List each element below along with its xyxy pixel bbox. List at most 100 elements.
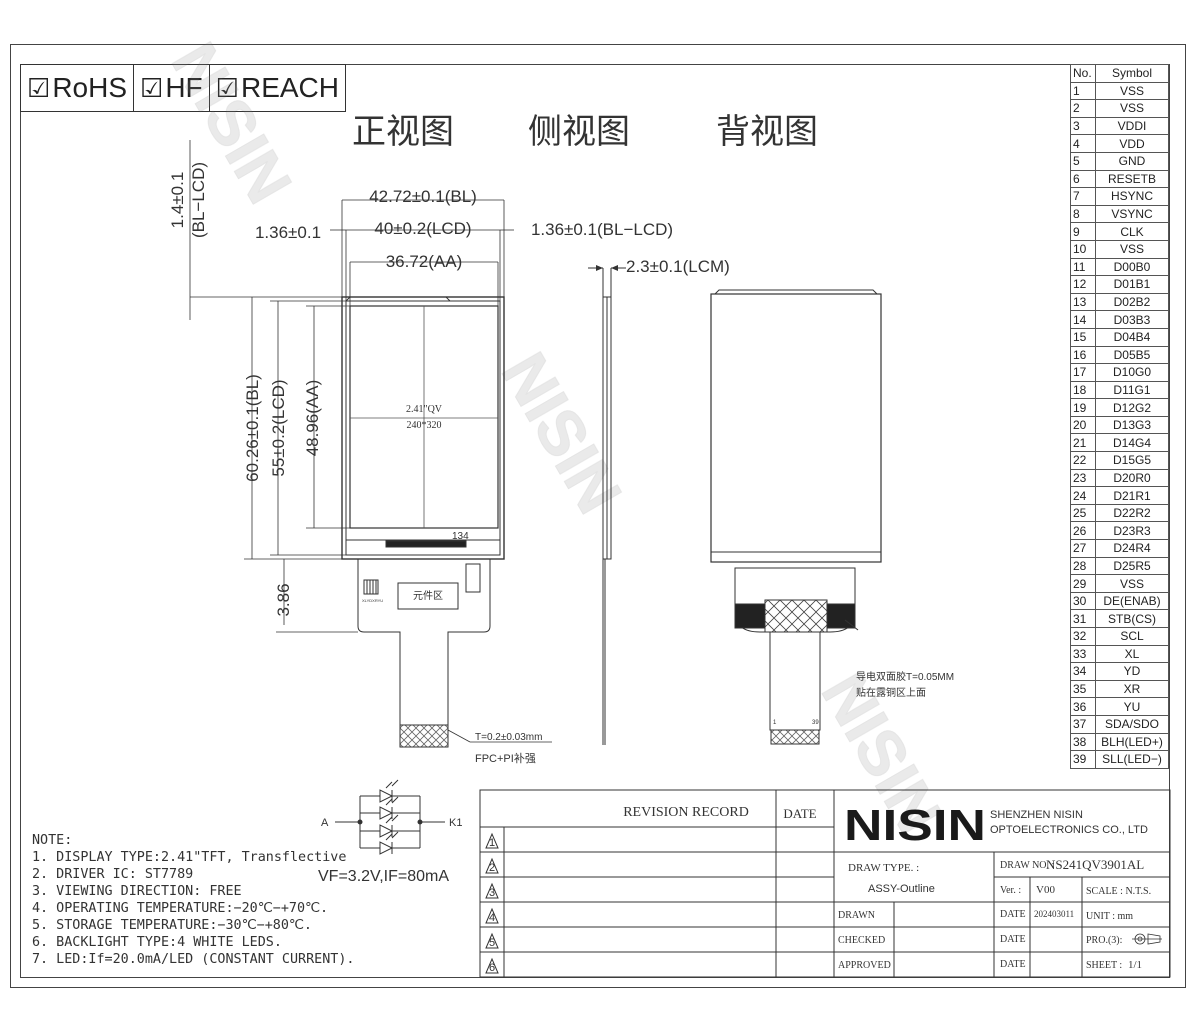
fpc-thickness-note: T=0.2±0.03mm (475, 732, 542, 743)
pin-number: 5 (1070, 151, 1096, 171)
pin1-label: 1 (773, 720, 777, 726)
date-label-checked: DATE (1000, 934, 1026, 945)
pin-symbol: YD (1095, 662, 1169, 681)
dim-lcm-thickness: 2.3±0.1(LCM) (626, 257, 730, 276)
pin-number: 24 (1070, 486, 1096, 505)
note-line: 7. LED:If=20.0mA/LED (CONSTANT CURRENT). (32, 952, 355, 967)
led-circuit (335, 779, 445, 855)
dim-aa-width: 36.72(AA) (386, 252, 463, 271)
pin-number: 38 (1070, 732, 1096, 752)
revision-record-header: REVISION RECORD (623, 805, 749, 820)
date-label-drawn: DATE (1000, 909, 1026, 920)
rohs-badge: ☑RoHS (21, 64, 135, 112)
company-logo: NISIN (844, 801, 986, 850)
pin-symbol: YU (1095, 697, 1169, 716)
pin-number: 16 (1070, 345, 1096, 365)
pin-symbol: D20R0 (1095, 468, 1169, 488)
unit-label: UNIT : mm (1086, 911, 1133, 922)
pin-number: 36 (1070, 697, 1096, 716)
pin-number: 19 (1070, 398, 1096, 417)
pin-symbol: VSS (1095, 81, 1169, 101)
pin-number: 30 (1070, 591, 1096, 611)
pin-number: 39 (1070, 750, 1096, 769)
dim-lcd-width: 40±0.2(LCD) (374, 219, 471, 238)
pin-symbol: D22R2 (1095, 503, 1169, 523)
pin-number: 21 (1070, 433, 1096, 453)
pin-symbol: SDA/SDO (1095, 714, 1169, 734)
pin-symbol: D15G5 (1095, 451, 1169, 470)
version-label: Ver. : (1000, 885, 1021, 896)
pin-symbol: D04B4 (1095, 327, 1169, 347)
outer-border (10, 44, 1186, 988)
dim-bl-lcd-top: 1.4±0.1 (168, 172, 187, 229)
note-line: 5. STORAGE TEMPERATURE:−30℃−+80℃. (32, 918, 312, 933)
title-block (479, 789, 1171, 978)
check-icon: ☑ (215, 72, 239, 103)
pin-number: 10 (1070, 239, 1096, 259)
pin-symbol: VDD (1095, 134, 1169, 153)
dim-bl-lcd-left: 1.36±0.1 (255, 223, 321, 242)
pin-symbol: D11G1 (1095, 380, 1169, 400)
pin-number: 22 (1070, 451, 1096, 470)
pin-symbol: D13G3 (1095, 415, 1169, 435)
revision-date-header: DATE (783, 806, 816, 821)
pin-no-header: No. (1070, 64, 1096, 83)
projection-label: PRO.(3): (1086, 935, 1122, 946)
pin-number: 4 (1070, 134, 1096, 153)
pin-symbol: SCL (1095, 627, 1169, 646)
version-value: V00 (1036, 884, 1055, 896)
pin-number: 26 (1070, 521, 1096, 541)
revision-mark: 4 (489, 912, 495, 924)
pin-number: 1 (1070, 81, 1096, 101)
pin-symbol: DE(ENAB) (1095, 591, 1169, 611)
led-diode-4 (360, 831, 420, 855)
scale-label: SCALE : N.T.S. (1086, 886, 1151, 897)
pin-number: 12 (1070, 275, 1096, 294)
pin-symbol: STB(CS) (1095, 609, 1169, 628)
pin-symbol: D12G2 (1095, 398, 1169, 417)
drawn-date-value: 202403011 (1034, 909, 1074, 919)
check-icon: ☑ (140, 72, 164, 103)
back-view-title: 背视图 (716, 112, 818, 152)
pin-symbol: VSS (1095, 239, 1169, 259)
front-view-title: 正视图 (352, 112, 454, 152)
pin-number: 34 (1070, 662, 1096, 681)
pin-number: 28 (1070, 556, 1096, 576)
note-line: NOTE: (32, 833, 73, 848)
panel-resolution-text: 240*320 (407, 420, 442, 431)
pin-symbol: VDDI (1095, 116, 1169, 136)
compliance-badges: ☑RoHS ☑HF ☑REACH (20, 64, 346, 112)
side-view-title: 侧视图 (528, 112, 630, 152)
draw-type-value: ASSY-Outline (868, 883, 935, 895)
pin-symbol: D05B5 (1095, 345, 1169, 365)
pin-symbol: SLL(LED−) (1095, 750, 1169, 769)
pin-symbol: VSYNC (1095, 204, 1169, 224)
sheet-label: SHEET : (1086, 960, 1122, 971)
